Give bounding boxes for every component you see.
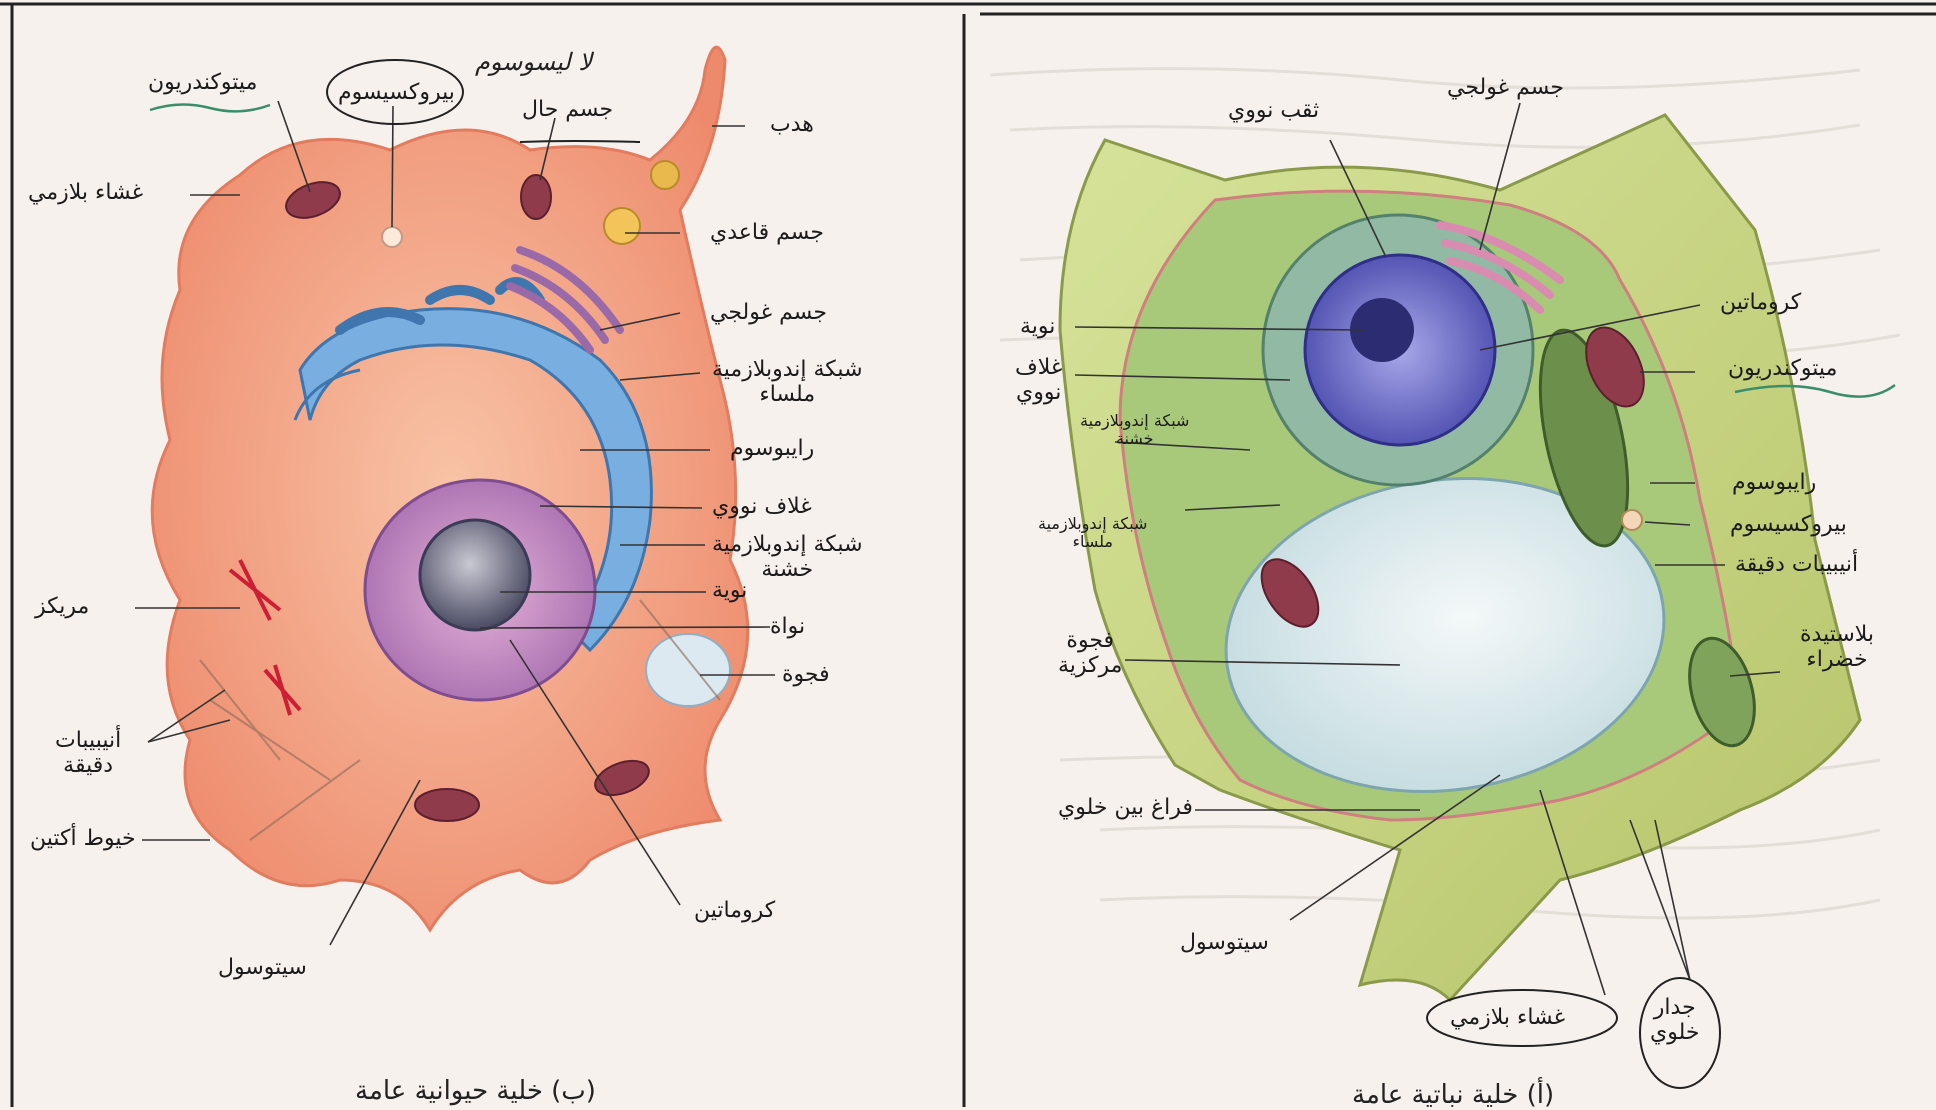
- animal-label-basal-body: جسم قاعدي: [710, 220, 824, 245]
- plant-label-nuclear-pore: ثقب نووي: [1228, 98, 1319, 123]
- animal-label-ribosome: رايبوسوم: [730, 436, 814, 461]
- animal-label-nucleus: نواة: [770, 614, 805, 639]
- plant-label-cytosol: سيتوسول: [1180, 930, 1269, 955]
- plant-label-central-vacuole: فجوة مركزية: [1058, 628, 1122, 679]
- animal-label-smooth-er: شبكة إندوبلازمية ملساء: [712, 357, 863, 408]
- animal-label-centrosome: مريكز: [35, 594, 89, 619]
- animal-label-chromatin: كروماتين: [694, 898, 775, 923]
- plant-label-cell-wall: جدار خلوي: [1650, 995, 1699, 1046]
- plant-label-smooth-er: شبكة إندوبلازمية ملساء: [1038, 515, 1147, 552]
- animal-label-lysosome: جسم حال: [522, 97, 613, 122]
- plant-label-microtubules: أنيبيبات دقيقة: [1735, 552, 1858, 577]
- animal-label-nuclear-envelope: غلاف نووي: [712, 494, 812, 519]
- animal-cell-illustration: [152, 47, 748, 930]
- animal-label-peroxisome: بيروكسيسوم: [338, 80, 455, 105]
- plant-label-ribosome: رايبوسوم: [1732, 470, 1816, 495]
- animal-label-vacuole: فجوة: [782, 662, 830, 687]
- plant-label-chloroplast: بلاستيدة خضراء: [1800, 622, 1874, 673]
- animal-label-nucleolus: نوية: [712, 578, 747, 603]
- animal-handwritten-note: لا ليسوسوم: [475, 48, 592, 76]
- animal-label-mitochondrion: ميتوكندريون: [148, 70, 257, 95]
- plant-caption: (أ) خلية نباتية عامة: [1352, 1080, 1554, 1110]
- animal-label-microtubules: أنيبيبات دقيقة: [55, 728, 121, 779]
- animal-label-cytosol: سيتوسول: [218, 955, 307, 980]
- plant-label-intercellular-space: فراغ بين خلوي: [1058, 795, 1193, 820]
- plant-label-chromatin: كروماتين: [1720, 290, 1801, 315]
- animal-caption: (ب) خلية حيوانية عامة: [355, 1076, 596, 1106]
- animal-nucleolus: [420, 520, 530, 630]
- animal-label-plasma-membrane: غشاء بلازمي: [28, 180, 143, 205]
- plant-label-mitochondrion: ميتوكندريون: [1728, 356, 1837, 381]
- animal-label-flagellum: هدب: [770, 112, 814, 137]
- plant-label-nuclear-envelope: غلاف نووي: [1015, 355, 1062, 406]
- animal-label-actin: خيوط أكتين: [30, 826, 136, 851]
- plant-label-golgi: جسم غولجي: [1447, 75, 1564, 100]
- plant-label-nucleolus: نوية: [1020, 314, 1055, 339]
- animal-label-golgi: جسم غولجي: [710, 300, 827, 325]
- animal-peroxisome: [382, 227, 402, 247]
- plant-label-rough-er: شبكة إندوبلازمية خشنة: [1080, 412, 1189, 449]
- plant-label-plasma-membrane: غشاء بلازمي: [1450, 1005, 1565, 1030]
- animal-label-rough-er: شبكة إندوبلازمية خشنة: [712, 532, 863, 583]
- plant-label-peroxisome: بيروكسيسوم: [1730, 512, 1847, 537]
